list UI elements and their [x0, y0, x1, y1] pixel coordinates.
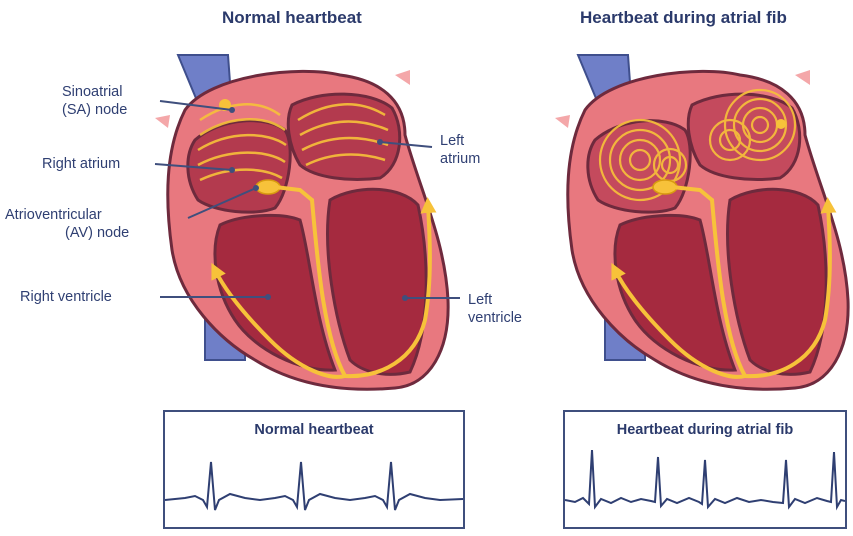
label-av-node-line1: Atrioventricular	[5, 206, 102, 225]
label-left-atrium-line1: Left	[440, 132, 464, 151]
label-sa-node-line2: (SA) node	[62, 101, 127, 120]
ecg-afib-trace	[565, 412, 845, 527]
label-right-atrium: Right atrium	[42, 155, 120, 174]
label-left-ventricle-line1: Left	[468, 291, 492, 310]
ecg-afib-panel: Heartbeat during atrial fib	[563, 410, 847, 529]
ecg-normal-panel: Normal heartbeat	[163, 410, 465, 529]
label-av-node-line2: (AV) node	[65, 224, 129, 243]
afib-heart	[555, 55, 848, 389]
label-sa-node-line1: Sinoatrial	[62, 83, 122, 102]
label-left-atrium-line2: atrium	[440, 150, 480, 169]
label-right-ventricle: Right ventricle	[20, 288, 112, 307]
ecg-normal-trace	[165, 412, 463, 527]
label-left-ventricle-line2: ventricle	[468, 309, 522, 328]
